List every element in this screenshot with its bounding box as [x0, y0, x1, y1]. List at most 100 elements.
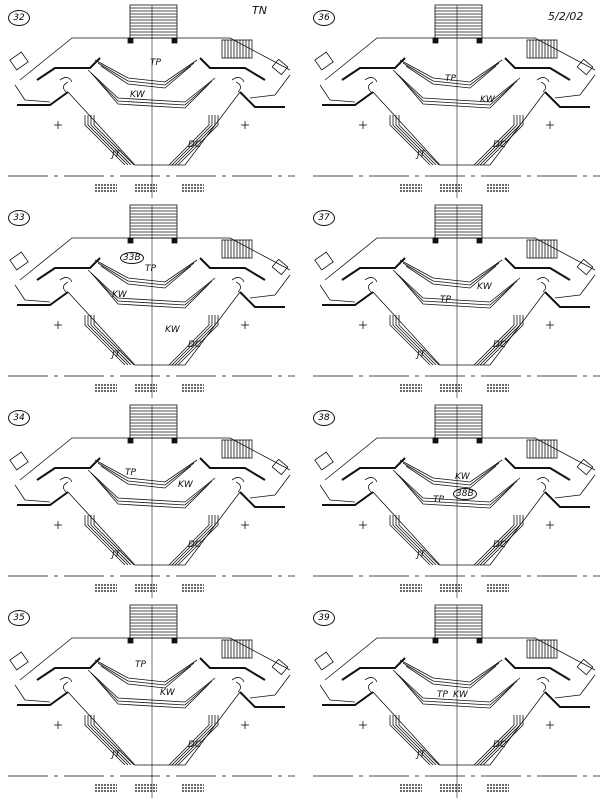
actor-label-tp: TP — [445, 74, 456, 84]
stair-right — [576, 658, 594, 676]
stair-left — [9, 51, 29, 71]
upper-tier-band — [97, 62, 195, 86]
vomitory-band-right — [177, 515, 219, 566]
actor-label-kw: KW — [178, 480, 193, 490]
back-wall — [324, 437, 596, 481]
stage-plan-drawing — [8, 204, 295, 398]
lower-tier-band — [398, 475, 515, 509]
lower-tier-band — [395, 472, 518, 506]
lower-tier-band — [87, 269, 216, 303]
lower-tier-band — [395, 72, 518, 106]
upstage-staircase — [434, 204, 483, 239]
vomitory-band-left — [90, 115, 132, 166]
stage-plan — [8, 204, 295, 398]
door-swing — [235, 281, 241, 293]
actor-label-dc: DC — [188, 140, 202, 150]
actor-label-dc: DC — [493, 740, 507, 750]
vomitory-band-left — [84, 115, 126, 166]
lower-tier-band — [90, 472, 213, 506]
platform-outline-right — [554, 74, 596, 99]
stage-plan — [313, 404, 600, 598]
actor-label-kw: KW — [112, 290, 127, 300]
lower-tier-band — [90, 72, 213, 106]
lower-edge-right — [544, 491, 590, 508]
thrust-outline — [372, 691, 546, 766]
door-swing — [536, 77, 550, 83]
platform-edge-left — [36, 657, 101, 681]
upper-tier-band — [405, 65, 497, 89]
back-wall — [324, 237, 596, 281]
platform-outline-right — [249, 474, 291, 499]
thrust-outline — [67, 291, 241, 366]
door-swing — [536, 477, 550, 483]
vomitory-band-right — [174, 715, 216, 766]
door-swing — [364, 477, 378, 483]
vomitory-band-right — [479, 115, 521, 166]
platform-edge-left — [36, 57, 101, 81]
stair-right — [576, 458, 594, 476]
annotation-33b: 33B — [120, 252, 144, 264]
door-swing — [368, 281, 374, 293]
lower-edge-right — [239, 691, 285, 708]
door-swing — [231, 77, 245, 83]
actor-label-jt: JT — [417, 750, 426, 760]
actor-label-tp: TP — [437, 690, 448, 700]
actor-label-dc: DC — [493, 340, 507, 350]
vomitory-band-left — [90, 515, 132, 566]
platform-edge-left — [341, 457, 406, 481]
platform-outline-right — [249, 674, 291, 699]
panel-number: 32 — [8, 10, 30, 26]
lower-edge-left — [17, 291, 69, 306]
upper-tier-band — [405, 265, 497, 289]
door-swing — [536, 677, 550, 683]
annotation-38b: 38B — [453, 488, 477, 500]
platform-outline-left — [319, 684, 356, 703]
vomitory-band-right — [171, 715, 213, 766]
stage-plan — [8, 604, 295, 798]
lower-tier-band — [392, 269, 521, 303]
door-swing — [364, 677, 378, 683]
door-swing — [63, 481, 69, 493]
door-swing — [540, 81, 546, 93]
vomitory-band-right — [476, 315, 518, 366]
door-swing — [235, 481, 241, 493]
stair-right — [576, 58, 594, 76]
upper-tier-band — [402, 262, 500, 286]
upper-tier-band — [399, 659, 503, 683]
column-right — [476, 637, 483, 644]
vomitory-band-right — [171, 515, 213, 566]
stage-plan — [313, 4, 600, 198]
lower-tier-band — [90, 272, 213, 306]
upstage-staircase — [129, 4, 178, 39]
door-swing — [368, 481, 374, 493]
vomitory-band-right — [177, 115, 219, 166]
lower-edge-left — [322, 291, 374, 306]
lower-tier-band — [392, 469, 521, 503]
vomitory-band-right — [482, 315, 524, 366]
lower-edge-left — [322, 691, 374, 706]
lower-edge-left — [17, 691, 69, 706]
upper-tier-band — [100, 65, 192, 89]
vomitory-band-left — [398, 515, 440, 566]
vomitory-band-left — [84, 315, 126, 366]
platform-outline-left — [319, 484, 356, 503]
vomitory-band-right — [168, 315, 210, 366]
door-swing — [540, 681, 546, 693]
platform-outline-left — [319, 84, 356, 103]
upper-tier-band — [100, 265, 192, 289]
upper-tier-band — [399, 59, 503, 83]
lower-tier-band — [93, 75, 210, 109]
stair-left — [9, 251, 29, 271]
lower-tier-band — [395, 672, 518, 706]
upper-tier-band — [94, 259, 198, 283]
upper-tier-band — [402, 462, 500, 486]
lower-tier-band — [398, 675, 515, 709]
upstage-staircase — [434, 604, 483, 639]
stage-plan-drawing — [313, 4, 600, 198]
lower-tier-band — [93, 475, 210, 509]
